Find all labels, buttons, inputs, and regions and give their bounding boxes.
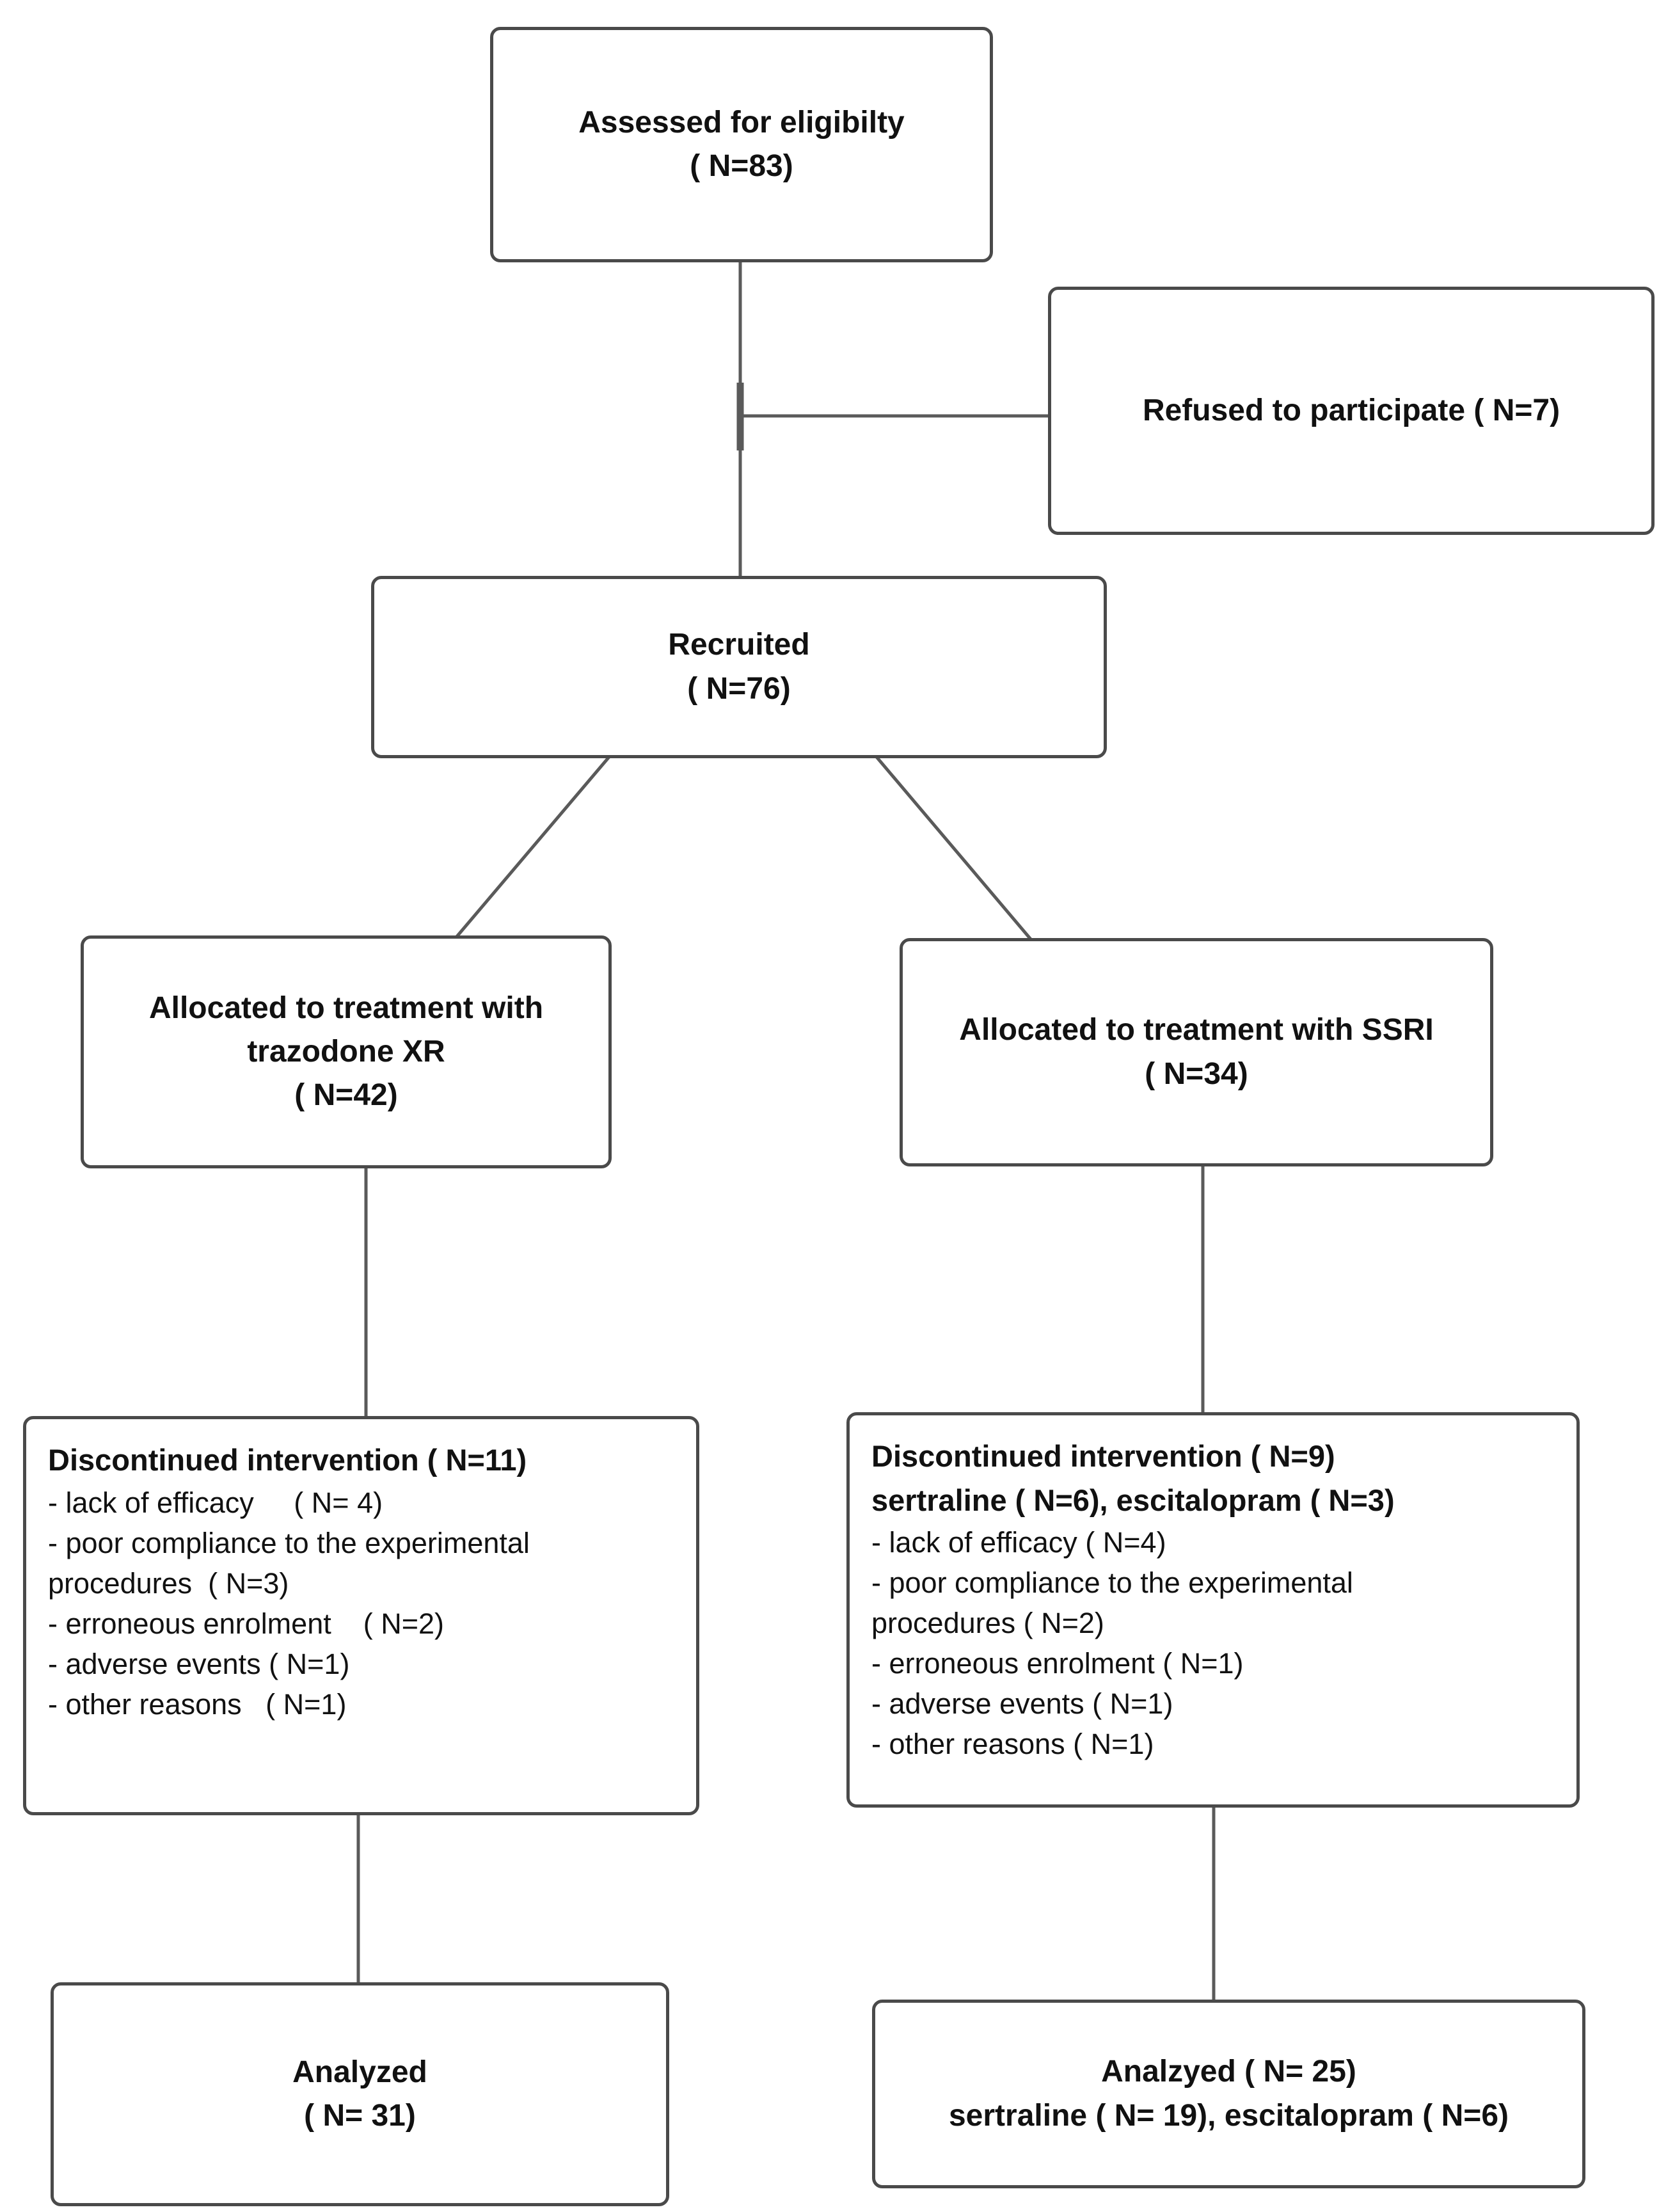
box-discontinued-trazodone: Discontinued intervention ( N=11) - lack… xyxy=(23,1416,699,1815)
box-analyzed-trazodone: Analyzed ( N= 31) xyxy=(51,1982,669,2206)
box-analyzed-ssri: Analzyed ( N= 25) sertraline ( N= 19), e… xyxy=(872,2000,1585,2188)
discontinued-ssri-title: Discontinued intervention ( N=9) xyxy=(871,1439,1335,1473)
discontinued-ssri-item: - erroneous enrolment ( N=1) xyxy=(871,1647,1244,1680)
discontinued-ssri-item: - other reasons ( N=1) xyxy=(871,1728,1154,1761)
box-refused-to-participate: Refused to participate ( N=7) xyxy=(1048,287,1655,535)
allocated-ssri-n: ( N=34) xyxy=(1145,1056,1248,1091)
box-allocated-trazodone: Allocated to treatment with trazodone XR… xyxy=(81,935,612,1168)
discontinued-ssri-item: - poor compliance to the experimental pr… xyxy=(871,1566,1353,1640)
discontinued-ssri-subtitle: sertraline ( N=6), escitalopram ( N=3) xyxy=(871,1483,1395,1517)
connector-recruited-to-trazodone xyxy=(454,756,610,939)
box-recruited: Recruited ( N=76) xyxy=(371,576,1107,758)
box-discontinued-ssri: Discontinued intervention ( N=9) sertral… xyxy=(846,1412,1580,1808)
recruited-n: ( N=76) xyxy=(687,671,791,706)
allocated-ssri-line1: Allocated to treatment with SSRI xyxy=(959,1013,1434,1047)
discontinued-trazodone-title: Discontinued intervention ( N=11) xyxy=(48,1443,527,1477)
discontinued-trazodone-item: - poor compliance to the experimental pr… xyxy=(48,1526,530,1600)
allocated-trazodone-line2: trazodone XR xyxy=(247,1034,445,1069)
discontinued-trazodone-item: - erroneous enrolment ( N=2) xyxy=(48,1607,445,1640)
allocated-trazodone-line1: Allocated to treatment with xyxy=(148,991,544,1025)
connector-recruited-to-ssri xyxy=(875,756,1033,941)
box-assessed-eligibility: Assessed for eligibilty ( N=83) xyxy=(490,27,993,262)
discontinued-trazodone-item: - adverse events ( N=1) xyxy=(48,1647,350,1680)
box-allocated-ssri: Allocated to treatment with SSRI ( N=34) xyxy=(900,938,1493,1166)
analyzed-trazodone-title: Analyzed xyxy=(292,2055,427,2089)
refused-title: Refused to participate ( N=7) xyxy=(1142,393,1560,427)
discontinued-ssri-item: - lack of efficacy ( N=4) xyxy=(871,1526,1166,1559)
analyzed-ssri-title: Analzyed ( N= 25) xyxy=(1101,2055,1356,2089)
discontinued-trazodone-item: - other reasons ( N=1) xyxy=(48,1687,347,1721)
analyzed-trazodone-n: ( N= 31) xyxy=(304,2099,416,2133)
allocated-trazodone-n: ( N=42) xyxy=(294,1078,398,1113)
assessed-title: Assessed for eligibilty xyxy=(578,105,905,139)
analyzed-ssri-subtitle: sertraline ( N= 19), escitalopram ( N=6) xyxy=(948,2098,1509,2133)
recruited-title: Recruited xyxy=(668,628,810,662)
assessed-n: ( N=83) xyxy=(690,149,793,183)
discontinued-trazodone-item: - lack of efficacy ( N= 4) xyxy=(48,1486,383,1519)
discontinued-ssri-item: - adverse events ( N=1) xyxy=(871,1687,1173,1721)
